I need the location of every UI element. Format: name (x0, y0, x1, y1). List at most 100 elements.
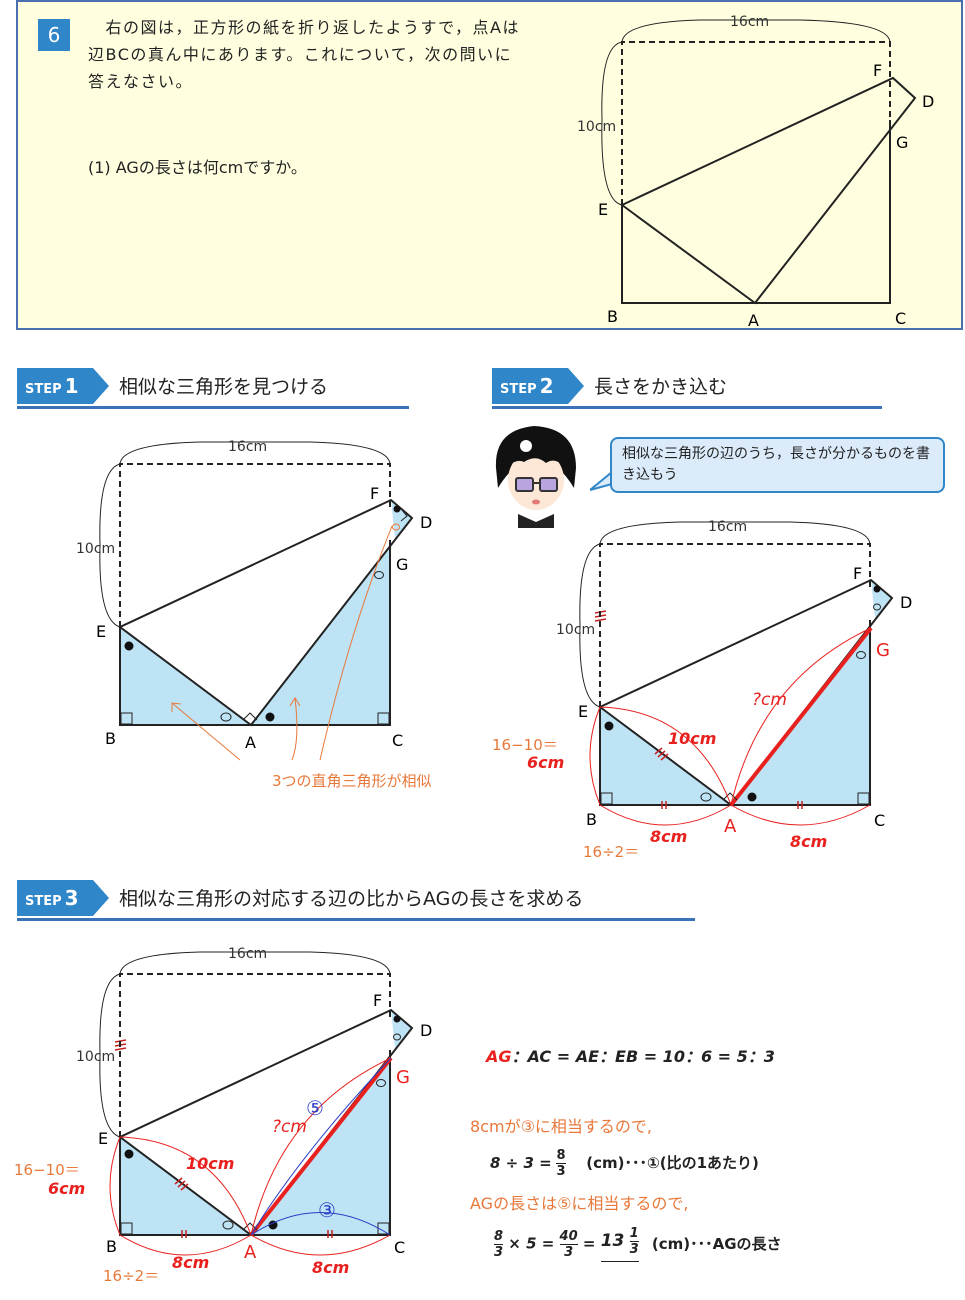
label-ba: 8cm (172, 1253, 209, 1272)
circle-mark-d (392, 523, 400, 531)
dot-a (747, 792, 757, 802)
problem-text: 右の図は，正方形の紙を折り返したようすで，点Aは辺BCの真ん中にあります。これに… (88, 18, 520, 91)
label-C: C (895, 309, 906, 328)
circle-mark-a (700, 792, 712, 802)
dashed-original (621, 41, 891, 205)
folded-flap (118, 1008, 414, 1237)
brace-left (601, 41, 623, 206)
label-half-calc: 16÷2＝ (103, 1267, 159, 1285)
label-16cm: 16cm (228, 439, 267, 455)
tick-ae (654, 747, 669, 761)
label-G: G (396, 1067, 410, 1088)
label-E: E (96, 622, 106, 641)
pointer-2 (291, 697, 298, 761)
calc-line-2-b: (cm)･･･①(比の1あたり) (586, 1154, 759, 1172)
question-number: 6 (38, 19, 70, 51)
label-half-calc: 16÷2＝ (583, 843, 639, 861)
brace-top (621, 19, 891, 43)
circle-mark-a (222, 1220, 234, 1230)
label-A: A (724, 816, 737, 837)
pointer-2-head (289, 697, 301, 707)
dot-a (265, 712, 275, 722)
arc-ae (119, 1136, 252, 1236)
label-A: A (245, 733, 256, 752)
tick-ac (797, 801, 803, 809)
label-ba: 8cm (650, 827, 687, 846)
label-B: B (105, 729, 116, 748)
right-angle-d (400, 509, 408, 522)
label-eb: 6cm (48, 1179, 85, 1198)
label-F: F (873, 61, 882, 80)
arc-ba (599, 804, 732, 826)
dashed-original (599, 543, 871, 707)
label-ag: ?cm (272, 1117, 307, 1137)
step3-arrow (93, 880, 109, 916)
arc-ac (730, 804, 871, 826)
tick-ae (174, 1177, 189, 1191)
circle-mark-d (873, 603, 881, 611)
calc-line-1: 8cmが③に相当するので, (470, 1117, 652, 1136)
label-C: C (874, 811, 885, 830)
label-D: D (900, 593, 912, 612)
label-10cm: 10cm (577, 119, 616, 135)
speech-bubble: 相似な三角形の辺のうち，長さが分かるものを書き込もう (610, 437, 945, 493)
right-angle-b (120, 1222, 133, 1235)
ratio-ag: AG (486, 1047, 512, 1066)
label-16cm: 16cm (730, 14, 769, 30)
label-ac: 8cm (790, 832, 827, 851)
segment-ag (729, 626, 873, 807)
problem-box: 6 右の図は，正方形の紙を折り返したようすで，点Aは辺BCの真ん中にあります。こ… (16, 0, 963, 330)
label-F: F (370, 484, 379, 503)
dashed-original (119, 463, 391, 627)
label-eb: 6cm (527, 753, 564, 772)
right-angle-c (377, 712, 390, 725)
circle-mark-a (220, 712, 232, 722)
label-eb-calc: 16−10＝ (492, 736, 558, 754)
pointer-1 (171, 702, 241, 761)
brace-left (579, 543, 601, 708)
label-10cm: 10cm (76, 541, 115, 557)
teacher-avatar (495, 426, 576, 528)
arc-ac (250, 1234, 391, 1256)
label-E: E (598, 200, 608, 219)
dot-f (393, 1015, 401, 1023)
right-angle-a (722, 792, 738, 801)
dot-f (393, 505, 401, 513)
step2-arrow (568, 368, 584, 404)
label-16cm: 16cm (228, 946, 267, 962)
label-16cm: 16cm (708, 519, 747, 535)
calc-line-3: AGの長さは⑤に相当するので, (470, 1194, 689, 1213)
step1-underline (17, 406, 409, 409)
arc-ag-blue (250, 1057, 392, 1236)
label-D: D (922, 92, 934, 111)
label-B: B (607, 307, 618, 326)
folded-flap (598, 578, 894, 807)
arc-ag (250, 1057, 392, 1236)
label-ae: 10cm (668, 729, 716, 748)
folded-flap (620, 76, 917, 305)
step1-figure: 16cm 10cm E F D G B A C 3つの直角三角形が相似 (76, 439, 432, 790)
label-10cm: 10cm (76, 1049, 115, 1065)
sub-question: (1) AGの長さは何cmですか。 (88, 158, 307, 177)
label-F: F (373, 991, 382, 1010)
brace-top (599, 521, 871, 545)
dot-e (124, 1149, 134, 1159)
step3-figure: 16cm 10cm ⑤ ③ ?cm 10cm 16−10＝ 6cm 8cm 8c… (14, 946, 432, 1285)
dot-e (604, 721, 614, 731)
step2-figure: 16cm 10cm ?cm 10cm 16−10＝ 6cm 8cm 8cm 16… (492, 519, 912, 861)
right-angle-c (857, 792, 870, 805)
step2-underline (492, 406, 882, 409)
circle-mark-g (374, 571, 384, 579)
label-B: B (106, 1237, 117, 1256)
dashed-original (119, 973, 391, 1137)
